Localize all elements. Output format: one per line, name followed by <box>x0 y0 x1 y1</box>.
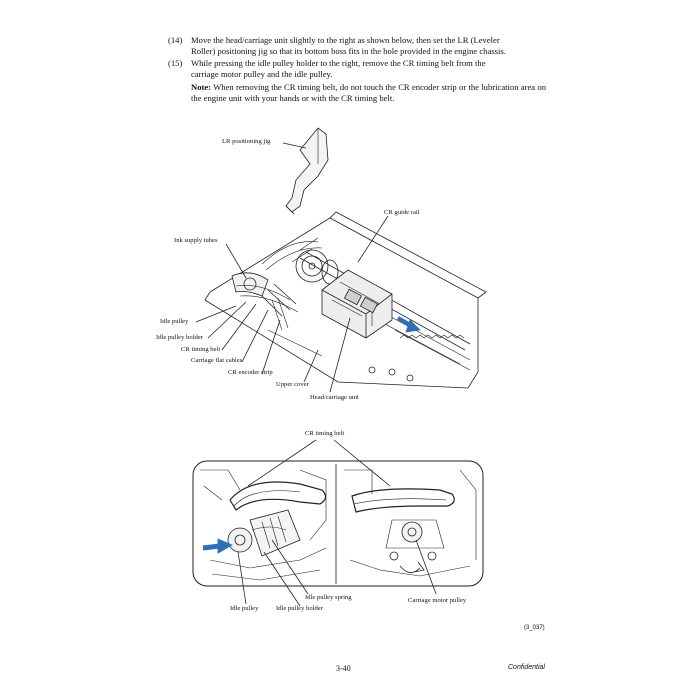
label-idle-pulley-holder: Idle pulley holder <box>156 334 203 341</box>
label-idle-pulley-spring: Idle pulley spring <box>305 594 352 601</box>
page-number: 3-40 <box>336 664 351 673</box>
label-cr-encoder-strip: CR encoder strip <box>228 369 273 376</box>
confidential-footer: Confidential <box>508 664 545 671</box>
label-carriage-flat-cables: Carriage flat cables <box>191 357 243 364</box>
label-idle-pulley-holder-detail: Idle pulley holder <box>276 605 323 612</box>
step-line: Roller) positioning jig so that its bott… <box>191 46 506 56</box>
label-head-carriage-unit: Head/carriage unit <box>310 394 359 401</box>
note-paragraph: Note: When removing the CR timing belt, … <box>191 82 546 104</box>
step-text: Move the head/carriage unit slightly to … <box>191 35 546 57</box>
figure-reference: (3_037) <box>524 625 545 631</box>
step-line: Move the head/carriage unit slightly to … <box>191 35 500 45</box>
note-label: Note: <box>191 82 212 92</box>
label-cr-guide-rail: CR guide rail <box>384 209 420 216</box>
label-cr-timing-belt-detail: CR timing belt <box>305 430 345 437</box>
step-number: (14) <box>168 35 183 45</box>
note-text: When removing the CR timing belt, do not… <box>191 82 546 103</box>
label-carriage-motor-pulley: Carriage motor pulley <box>408 597 467 604</box>
figure1-drawing <box>195 127 487 393</box>
step-text: While pressing the idle pulley holder to… <box>191 58 546 80</box>
step-number: (15) <box>168 58 183 68</box>
label-idle-pulley: Idle pulley <box>160 318 189 325</box>
label-lr-positioning-jig: LR positioning jig <box>222 138 271 145</box>
step-line: carriage motor pulley and the idle pulle… <box>191 69 333 79</box>
step-line: While pressing the idle pulley holder to… <box>191 58 486 68</box>
label-ink-supply-tubes: Ink supply tubes <box>174 237 218 244</box>
figure2-drawing <box>192 439 484 607</box>
label-idle-pulley-detail: Idle pulley <box>230 605 259 612</box>
label-upper-cover: Upper cover <box>276 381 309 388</box>
label-cr-timing-belt: CR timing belt <box>181 346 221 353</box>
